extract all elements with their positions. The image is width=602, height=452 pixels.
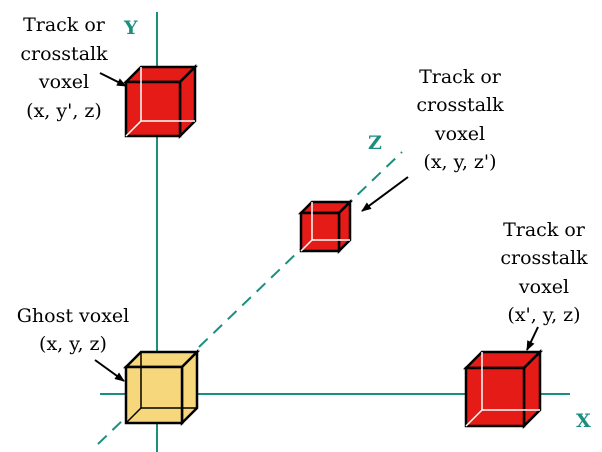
label-ghost-voxel: Ghost voxel (x, y, z) [17, 305, 130, 355]
voxel-z-cube [297, 198, 354, 255]
label-ghost-line-1: Ghost voxel [17, 305, 130, 327]
label-ghost-line-2: (x, y, z) [39, 333, 107, 355]
label-voxel-y-line-3: voxel [38, 71, 89, 93]
label-voxel-z-line-4: (x, y, z') [423, 151, 496, 173]
label-voxel-x: Track or crosstalk voxel (x', y, z) [500, 219, 588, 326]
label-voxel-z-line-3: voxel [434, 123, 485, 145]
ghost-voxel-cube [122, 348, 201, 427]
voxel-x-depth-edge [465, 409, 483, 427]
z-axis-label: Z [368, 132, 382, 154]
label-voxel-x-line-3: voxel [518, 276, 569, 298]
arrow-ghost-voxel [94, 359, 125, 382]
voxel-x-cube [462, 348, 544, 430]
label-voxel-y-line-1: Track or [23, 14, 106, 36]
arrow-voxel-z [361, 176, 409, 212]
voxel-y-depth-edge [125, 120, 142, 137]
x-axis-label: X [576, 410, 591, 432]
y-axis-label: Y [123, 17, 138, 39]
label-voxel-x-line-2: crosstalk [500, 247, 588, 269]
ghost-voxel-depth-edge [125, 407, 142, 424]
voxel-z-depth-edge [300, 239, 313, 252]
arrow-voxel-x [526, 326, 539, 351]
label-voxel-z-line-1: Track or [419, 66, 502, 88]
label-voxel-z: Track or crosstalk voxel (x, y, z') [416, 66, 504, 173]
ghost-voxel-front-face [124, 365, 184, 425]
label-voxel-z-line-2: crosstalk [416, 94, 504, 116]
label-voxel-y: Track or crosstalk voxel (x, y', z) [20, 14, 108, 122]
label-voxel-y-line-4: (x, y', z) [26, 100, 102, 122]
label-voxel-y-line-2: crosstalk [20, 43, 108, 65]
arrow-voxel-y [99, 72, 127, 87]
label-voxel-x-line-1: Track or [503, 219, 586, 241]
voxel-y-cube [122, 63, 199, 140]
label-voxel-x-line-4: (x', y, z) [507, 304, 580, 326]
